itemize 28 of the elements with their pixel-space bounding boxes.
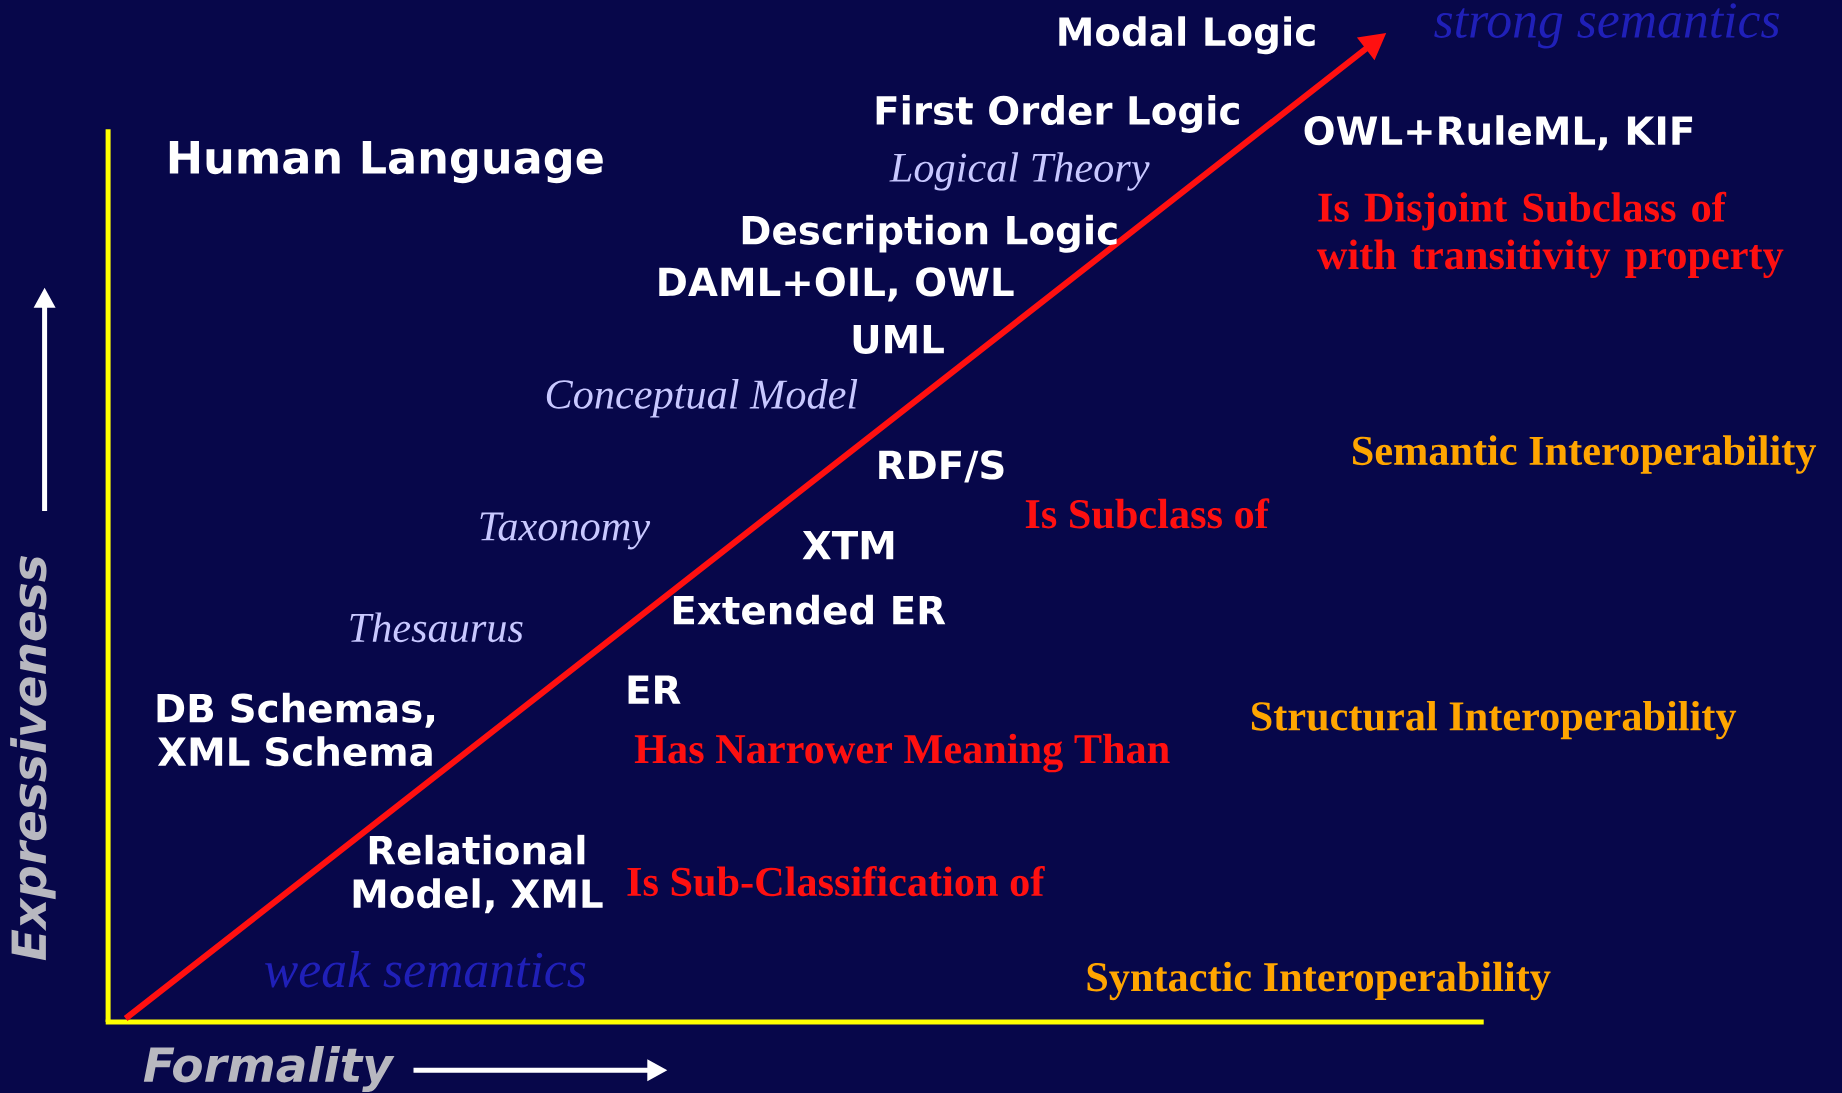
category-label: Taxonomy [480,512,651,550]
language-label: ER [628,675,681,704]
semantics-label: weak semantics [265,951,586,988]
relation-label: Is Sub-Classification of [627,865,1045,897]
category-label: Logical Theory [889,152,1150,191]
language-label: Description Logic [742,214,1117,253]
relation-label: Has Narrower Meaning Than [634,733,1170,773]
language-label: DAML+OIL, OWL [659,267,1014,302]
language-label: Modal Logic [1059,16,1315,55]
language-label: UML [853,325,944,354]
language-label: Extended ER [673,594,946,625]
interoperability-label: Semantic Interoperability [1353,435,1817,474]
language-label: XTM [802,530,894,560]
semantics-label: strong semantics [1434,3,1780,49]
language-label: DB Schemas, XML Schema [157,692,435,767]
category-label: Thesaurus [350,612,523,643]
language-label: Human Language [169,141,603,184]
interoperability-label: Syntactic Interoperability [1087,961,1551,1001]
language-label: RDF/S [879,450,1004,483]
language-label: Relational Model, XML [353,834,603,914]
language-label: First Order Logic [876,95,1239,133]
relation-label: Is Disjoint Subclass of with transitivity property [1317,191,1784,279]
relation-label: Is Subclass of [1025,498,1270,529]
interoperability-label: Structural Interoperability [1251,700,1737,740]
axis-title: Formality [143,1046,395,1092]
axis-title: Expressiveness [10,555,56,961]
language-label: OWL+RuleML, KIF [1304,115,1693,151]
category-label: Conceptual Model [546,379,858,418]
